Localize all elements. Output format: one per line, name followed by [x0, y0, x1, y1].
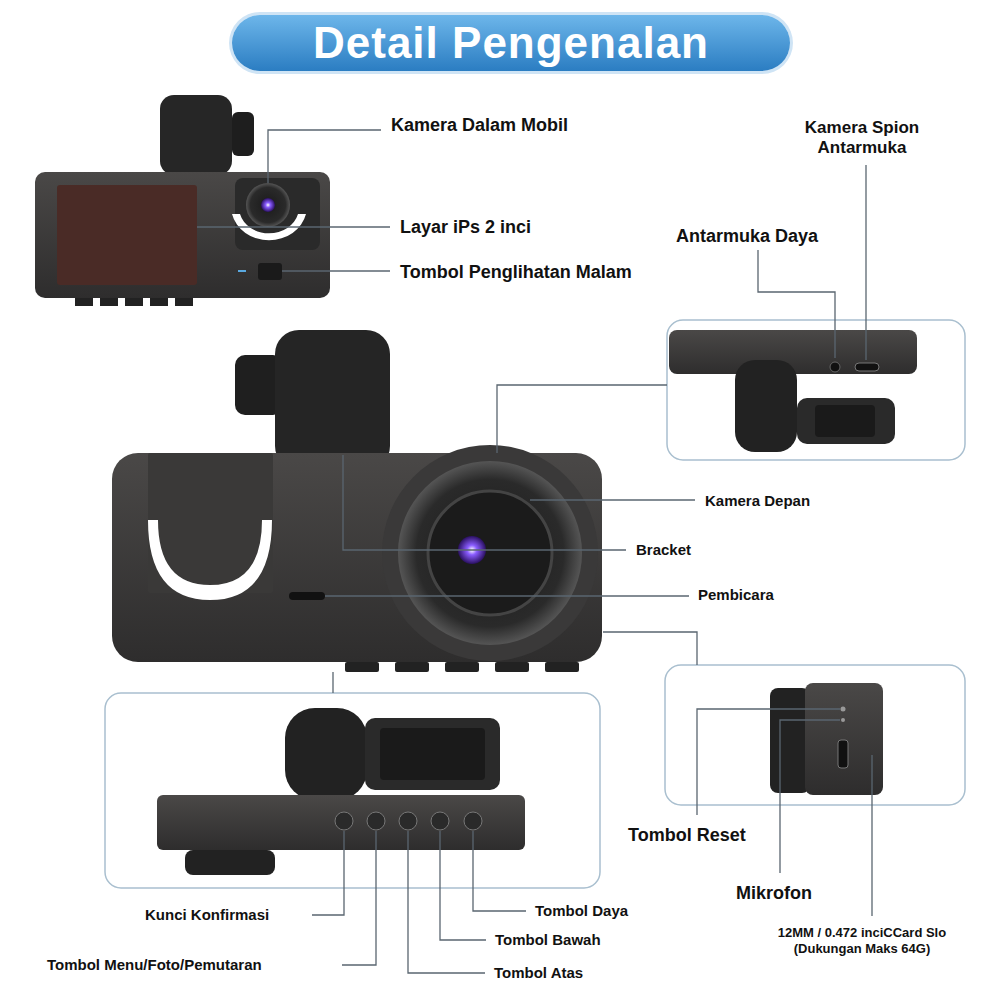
- inset-bottom-buttons-part: [157, 795, 525, 850]
- inset-bottom-buttons-part: [399, 812, 417, 830]
- leader-lines-part: [497, 385, 667, 453]
- inset-side-slots-part: [805, 683, 883, 795]
- leader-lines-part: [865, 165, 866, 360]
- leader-lines-part: [342, 831, 376, 965]
- inset-bottom-buttons-part: [380, 728, 485, 780]
- callout-label: Bracket: [636, 541, 691, 559]
- inset-bottom-buttons-part: [185, 850, 275, 875]
- callout-label: Tombol Penglihatan Malam: [400, 262, 632, 284]
- dashcam-front-view-part: [345, 662, 379, 672]
- dashcam-rear-view-part: [175, 298, 193, 306]
- leader-lines-part: [780, 720, 840, 873]
- dashcam-rear-view-part: [258, 263, 282, 280]
- dashcam-rear-view-part: [125, 298, 143, 306]
- dashcam-front-view: [112, 330, 602, 672]
- leader-lines-part: [758, 250, 835, 358]
- inset-top-side-part: [830, 362, 840, 372]
- callout-label: Tombol Reset: [628, 825, 746, 847]
- leader-lines-part: [343, 455, 626, 550]
- inset-side-slots-part: [665, 665, 965, 805]
- dashcam-rear-view-part: [232, 112, 254, 156]
- leader-lines-part: [697, 709, 840, 815]
- inset-bottom-buttons: [105, 693, 600, 888]
- inset-bottom-buttons-part: [365, 718, 500, 790]
- callout-label: Layar iPs 2 inci: [400, 217, 531, 239]
- callout-label: Kamera Dalam Mobil: [391, 115, 568, 137]
- dashcam-rear-view-part: [150, 298, 168, 306]
- leader-lines-part: [530, 499, 695, 500]
- leader-lines-part: [332, 672, 333, 693]
- dashcam-rear-view-part: [75, 298, 93, 306]
- inset-side-slots: [665, 665, 965, 805]
- callout-label: Mikrofon: [736, 883, 812, 905]
- dashcam-front-view-part: [112, 453, 602, 662]
- inset-top-side-part: [815, 405, 875, 437]
- dashcam-front-view-part: [495, 662, 529, 672]
- leader-lines-part: [473, 831, 526, 911]
- callout-label: Tombol Daya: [535, 902, 628, 920]
- callout-label: Pembicara: [698, 586, 774, 604]
- callout-label: Tombol Menu/Foto/Pemutaran: [47, 956, 262, 974]
- inset-bottom-buttons-part: [464, 812, 482, 830]
- leader-lines: [197, 130, 872, 973]
- dashcam-rear-view-part: [57, 185, 197, 285]
- leader-lines-part: [325, 595, 689, 596]
- inset-top-side-part: [667, 320, 965, 460]
- inset-top-side-part: [855, 363, 879, 371]
- title-pill: Detail Pengenalan: [232, 15, 790, 71]
- dashcam-rear-view-part: [160, 95, 232, 175]
- leader-lines-part: [197, 226, 390, 227]
- leader-lines-part: [603, 632, 697, 665]
- callout-label: Tombol Bawah: [495, 931, 601, 949]
- callout-label: Antarmuka Daya: [676, 226, 818, 248]
- inset-side-slots-part: [841, 707, 846, 712]
- dashcam-rear-view-part: [238, 270, 246, 272]
- dashcam-rear-view: [35, 95, 330, 306]
- callout-label: Tombol Atas: [494, 964, 583, 982]
- leader-lines-part: [268, 130, 381, 183]
- inset-side-slots-part: [838, 740, 848, 768]
- leader-lines-part: [282, 270, 390, 271]
- dashcam-front-view-part: [445, 662, 479, 672]
- dashcam-front-view-part: [382, 445, 598, 661]
- inset-bottom-buttons-part: [335, 812, 353, 830]
- inset-bottom-buttons-part: [285, 708, 367, 800]
- inset-side-slots-part: [841, 718, 845, 722]
- inset-top-side-part: [797, 398, 895, 444]
- dashcam-front-view-part: [289, 592, 325, 600]
- inset-bottom-buttons-part: [367, 812, 385, 830]
- dashcam-front-view-part: [395, 662, 429, 672]
- leader-lines-part: [312, 831, 344, 915]
- dashcam-front-view-part: [398, 461, 582, 645]
- inset-top-side-part: [669, 330, 917, 374]
- callout-label: 12MM / 0.472 inciCCard Slo (Dukungan Mak…: [747, 925, 977, 956]
- callout-label: Kamera Spion Antarmuka: [787, 118, 937, 159]
- inset-side-slots-part: [770, 688, 810, 793]
- inset-top-side-part: [735, 360, 797, 452]
- leader-lines-part: [440, 831, 486, 940]
- dashcam-rear-view-part: [261, 198, 275, 212]
- dashcam-front-view-part: [148, 520, 272, 600]
- dashcam-rear-view-part: [100, 298, 118, 306]
- dashcam-front-view-part: [545, 662, 579, 672]
- inset-top-side: [667, 320, 965, 460]
- inset-bottom-buttons-part: [105, 693, 600, 888]
- dashcam-rear-view-part: [35, 172, 330, 298]
- inset-bottom-buttons-part: [431, 812, 449, 830]
- callout-label: Kunci Konfirmasi: [145, 906, 269, 924]
- dashcam-rear-view-part: [246, 183, 290, 227]
- callout-label: Kamera Depan: [705, 492, 810, 510]
- title-text: Detail Pengenalan: [313, 18, 709, 68]
- leader-lines-part: [871, 755, 872, 916]
- dashcam-front-view-part: [275, 330, 390, 470]
